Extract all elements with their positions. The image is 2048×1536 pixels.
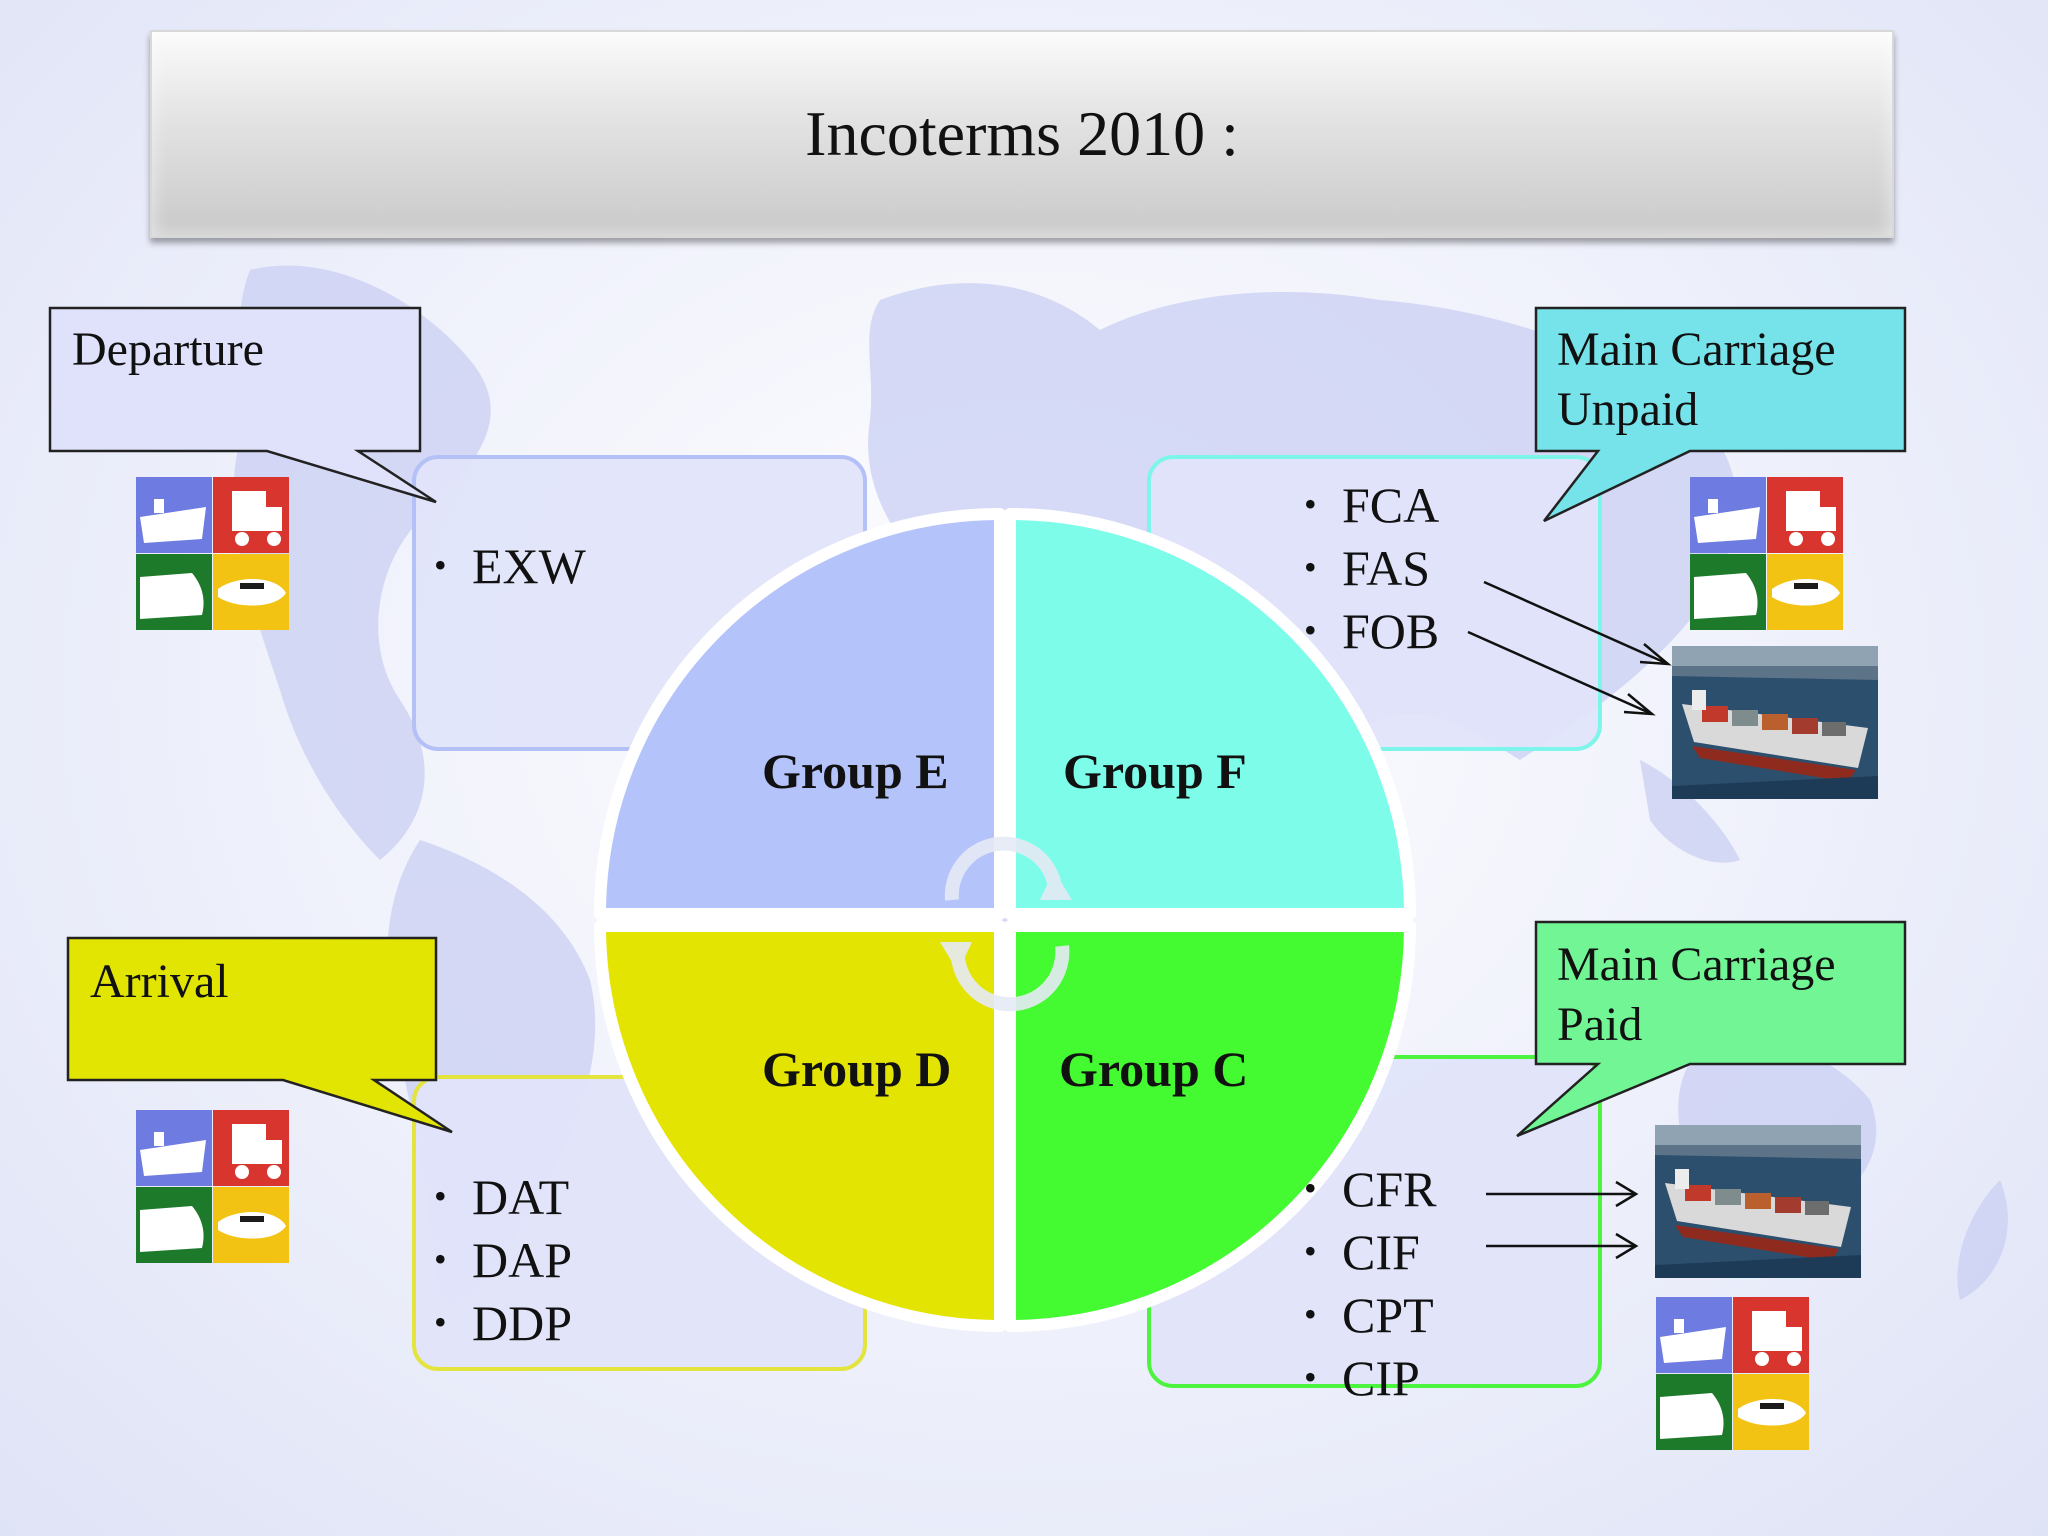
quadrant-group-c	[1004, 920, 1416, 1332]
group-f-label: Group F	[1063, 743, 1247, 799]
callout-arrival	[66, 936, 453, 1134]
callout-departure	[48, 306, 437, 504]
callout-paid-text: Main Carriage Paid	[1557, 935, 1836, 1055]
term-cif: CIF	[1304, 1220, 1437, 1283]
term-fob: FOB	[1304, 599, 1439, 662]
group-f-term-list: FCA FAS FOB	[1304, 473, 1439, 662]
group-e-label: Group E	[762, 743, 949, 799]
callout-main-carriage-unpaid	[1534, 306, 1907, 523]
term-cip: CIP	[1304, 1346, 1437, 1409]
group-e-term-list: EXW	[434, 534, 586, 597]
transport-modes-icon	[136, 477, 289, 630]
term-ddp: DDP	[434, 1291, 572, 1354]
callout-paid-line1: Main Carriage	[1557, 938, 1836, 991]
quadrant-group-f	[1004, 508, 1416, 920]
term-fas: FAS	[1304, 536, 1439, 599]
callout-departure-text: Departure	[72, 323, 264, 376]
callout-main-carriage-paid	[1516, 920, 1907, 1138]
transport-modes-icon	[136, 1110, 289, 1263]
term-cpt: CPT	[1304, 1283, 1437, 1346]
callout-unpaid-text: Main Carriage Unpaid	[1557, 320, 1836, 440]
term-fca: FCA	[1304, 473, 1439, 536]
callout-arrival-text: Arrival	[90, 955, 229, 1008]
group-c-term-list: CFR CIF CPT CIP	[1304, 1157, 1437, 1409]
page-title: Incoterms 2010 :	[805, 98, 1239, 169]
arrow-fob-to-ship	[1467, 630, 1653, 716]
group-d-term-list: DAT DAP DDP	[434, 1165, 572, 1354]
callout-unpaid-line2: Unpaid	[1557, 383, 1699, 436]
group-c-label: Group C	[1059, 1041, 1249, 1097]
quadrant-group-d	[594, 920, 1006, 1332]
term-dat: DAT	[434, 1165, 572, 1228]
container-ship-photo	[1672, 646, 1878, 799]
group-d-label: Group D	[762, 1041, 952, 1097]
term-cfr: CFR	[1304, 1157, 1437, 1220]
container-ship-photo	[1655, 1125, 1861, 1278]
title-banner: Incoterms 2010 :	[150, 30, 1894, 238]
transport-modes-icon	[1656, 1297, 1809, 1450]
term-exw: EXW	[434, 534, 586, 597]
callout-unpaid-line1: Main Carriage	[1557, 323, 1836, 376]
arrow-fas-to-ship	[1483, 580, 1669, 666]
transport-modes-icon	[1690, 477, 1843, 630]
quadrant-group-e	[594, 508, 1006, 920]
cycle-arrows-icon	[940, 836, 1072, 1012]
callout-paid-line2: Paid	[1557, 998, 1643, 1051]
term-dap: DAP	[434, 1228, 572, 1291]
